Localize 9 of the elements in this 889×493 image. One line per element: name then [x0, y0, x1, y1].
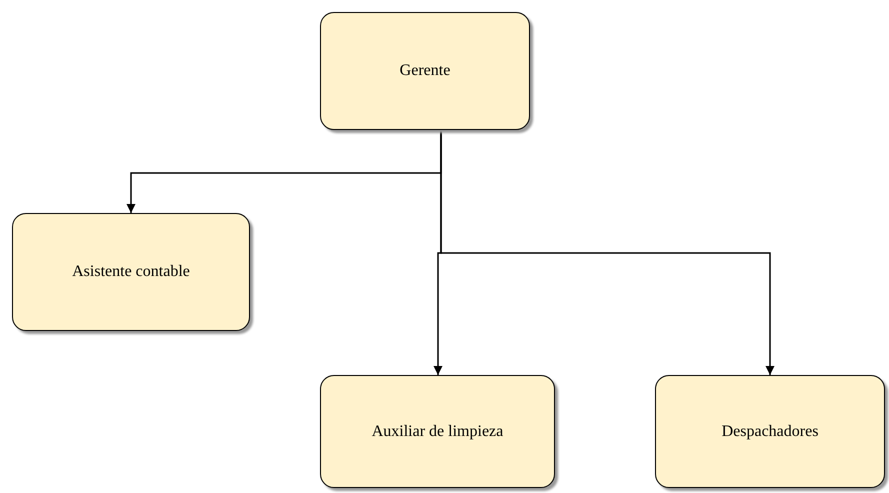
role-box: [320, 375, 555, 488]
role-label: Auxiliar de limpieza: [372, 422, 504, 440]
role-box: [12, 213, 250, 331]
connector-arrow: [440, 130, 774, 375]
role-box: [655, 375, 885, 488]
role-label: Gerente: [400, 62, 450, 80]
role-label: Despachadores: [722, 422, 818, 440]
role-box: [320, 12, 530, 130]
role-label: Asistente contable: [72, 263, 190, 281]
